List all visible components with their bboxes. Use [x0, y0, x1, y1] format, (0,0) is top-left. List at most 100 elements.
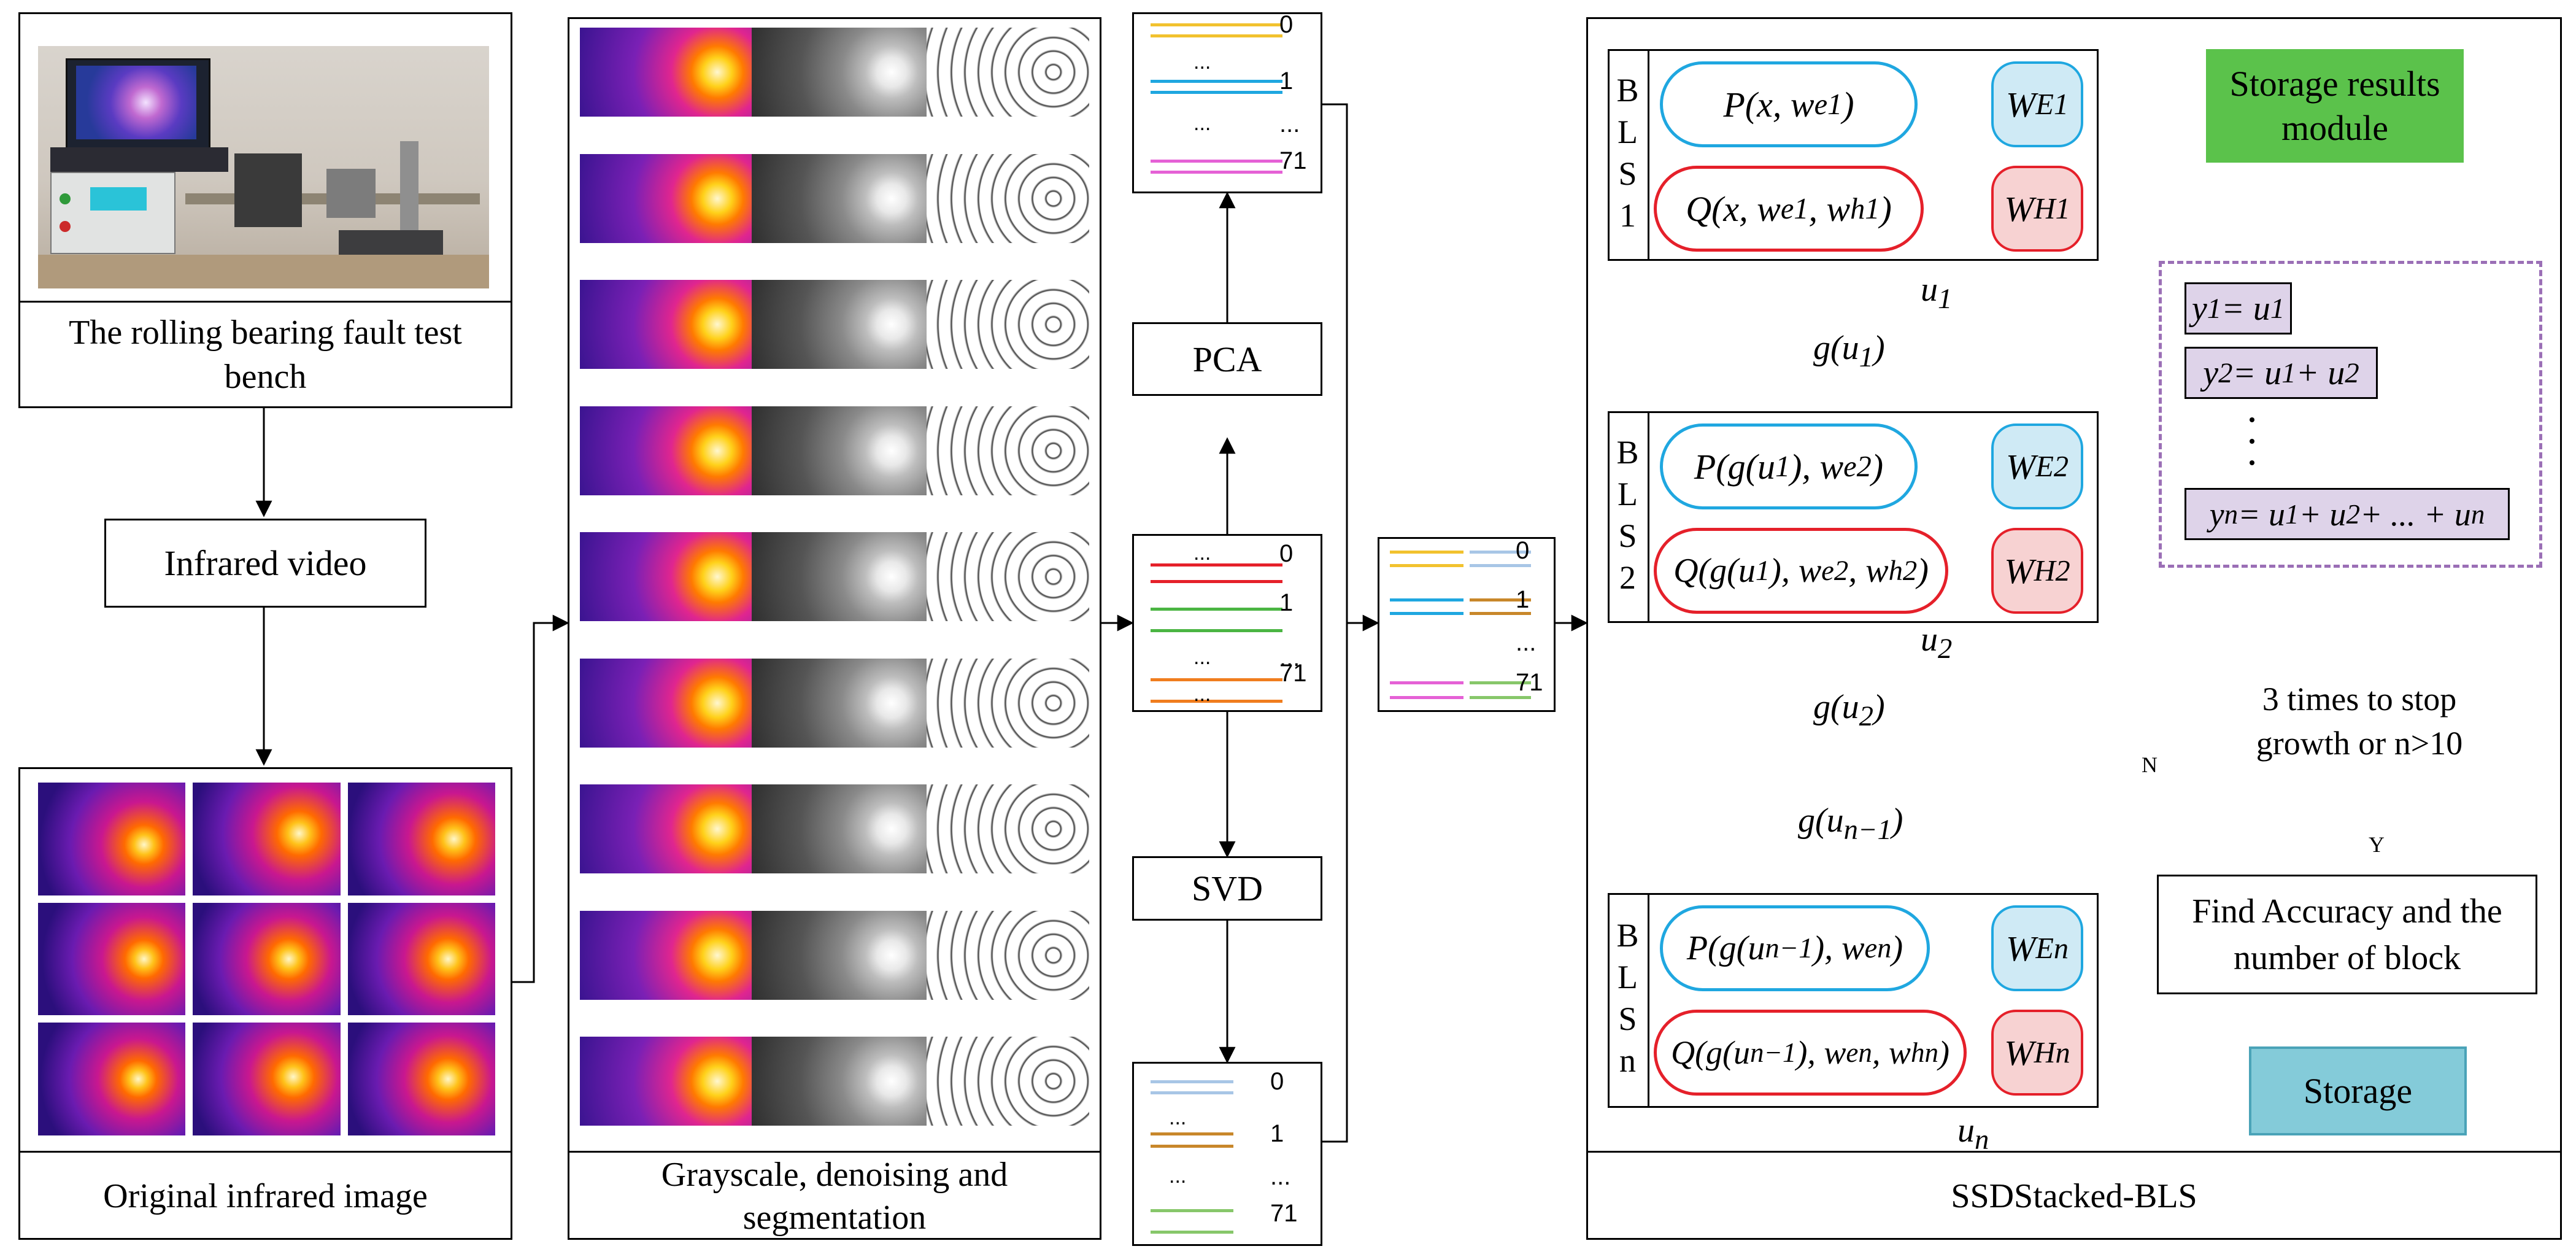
feature-line — [1151, 1145, 1233, 1148]
y-branch-label: Y — [2369, 832, 2385, 857]
segmented-edge-segment — [927, 153, 1089, 243]
segmented-edge-segment — [927, 658, 1089, 748]
bls-caption: SSDStacked-BLS — [1951, 1177, 2197, 1215]
feature-dots: ... — [1194, 541, 1211, 565]
test-bench-photo — [38, 46, 489, 288]
processed-strip — [580, 28, 1089, 117]
processed-strip — [580, 406, 1089, 495]
feature-line — [1390, 564, 1463, 567]
pca-label: PCA — [1192, 339, 1262, 379]
grayscale-segment — [752, 406, 927, 495]
storage-box[interactable]: Storage — [2249, 1046, 2467, 1135]
segmented-edge-segment — [927, 1037, 1089, 1126]
feature-index: 1 — [1270, 1120, 1284, 1147]
infrared-thumbnail — [347, 783, 495, 895]
processed-strip — [580, 532, 1089, 621]
feature-line — [1470, 612, 1531, 615]
feature-line — [1390, 612, 1463, 615]
un-label: un — [1957, 1112, 1989, 1156]
processed-strip — [580, 784, 1089, 873]
g-u2-label: g(u2) — [1813, 688, 1885, 733]
thermal-segment — [580, 784, 752, 873]
g-un1-label: g(un−1) — [1798, 802, 1903, 846]
feature-line — [1390, 681, 1463, 684]
feature-index: 71 — [1279, 147, 1307, 174]
accumulation-box — [2159, 261, 2542, 568]
feature-line — [1390, 551, 1463, 554]
feature-line — [1470, 696, 1531, 699]
feature-dots: ... — [1169, 1164, 1187, 1188]
feature-index: ... — [1279, 110, 1300, 137]
grayscale-segment — [752, 280, 927, 369]
thermal-segment — [580, 532, 752, 621]
thermal-segment — [580, 910, 752, 1000]
feature-line — [1151, 34, 1282, 37]
feature-line — [1151, 629, 1282, 632]
bls-block-2-label: BLS2 — [1609, 433, 1646, 601]
pca-box[interactable] — [1132, 322, 1322, 396]
processed-strip — [580, 153, 1089, 243]
feature-dots: ... — [1169, 1106, 1187, 1129]
grayscale-segment — [752, 28, 927, 117]
feature-line — [1151, 700, 1282, 703]
feature-index: 0 — [1516, 537, 1530, 564]
thermal-segment — [580, 280, 752, 369]
feature-line — [1151, 1132, 1233, 1135]
feature-line — [1151, 1091, 1233, 1094]
svd-box[interactable] — [1132, 856, 1322, 921]
grayscale-segment — [752, 532, 927, 621]
storage-results-module[interactable]: Storage results module — [2206, 49, 2464, 163]
segmented-edge-segment — [927, 532, 1089, 621]
grayscale-segment — [752, 1037, 927, 1126]
u1-label: u1 — [1921, 271, 1953, 315]
infrared-thumbnail — [193, 783, 341, 895]
feature-line — [1470, 551, 1531, 554]
processed-strip — [580, 910, 1089, 1000]
feature-line — [1470, 564, 1531, 567]
feature-line — [1390, 598, 1463, 601]
segmented-edge-segment — [927, 784, 1089, 873]
find-accuracy-box[interactable] — [2157, 875, 2537, 994]
feature-line — [1151, 1209, 1233, 1212]
infrared-thumbnail-grid — [38, 783, 495, 1135]
feature-line — [1151, 80, 1282, 83]
find-accuracy-label: Find Accuracy and the number of block — [2192, 892, 2502, 977]
processed-strip — [580, 280, 1089, 369]
svd-label: SVD — [1191, 868, 1263, 908]
bls-block-1-label: BLS1 — [1609, 71, 1646, 239]
infrared-thumbnail — [38, 902, 186, 1016]
infrared-video-box — [104, 519, 426, 608]
segmented-edge-segment — [927, 406, 1089, 495]
processed-strip — [580, 658, 1089, 748]
feature-index: 71 — [1516, 669, 1543, 696]
feature-dots: ... — [1194, 50, 1211, 74]
feature-line — [1390, 696, 1463, 699]
infrared-thumbnail — [38, 783, 186, 895]
feature-index: 71 — [1270, 1200, 1298, 1227]
feature-line — [1151, 160, 1282, 163]
thermal-segment — [580, 406, 752, 495]
arrow-images-to-grayscale — [512, 614, 569, 983]
feature-line — [1151, 91, 1282, 94]
feature-dots: ... — [1194, 646, 1211, 669]
feature-line — [1151, 678, 1282, 681]
bls-block-n-label: BLSn — [1609, 917, 1646, 1084]
infrared-thumbnail — [193, 902, 341, 1016]
feature-index: 0 — [1279, 540, 1294, 567]
grayscale-caption: Grayscale, denoising and segmentation — [661, 1156, 1008, 1237]
feature-line — [1151, 171, 1282, 174]
feature-index: ... — [1279, 644, 1300, 671]
